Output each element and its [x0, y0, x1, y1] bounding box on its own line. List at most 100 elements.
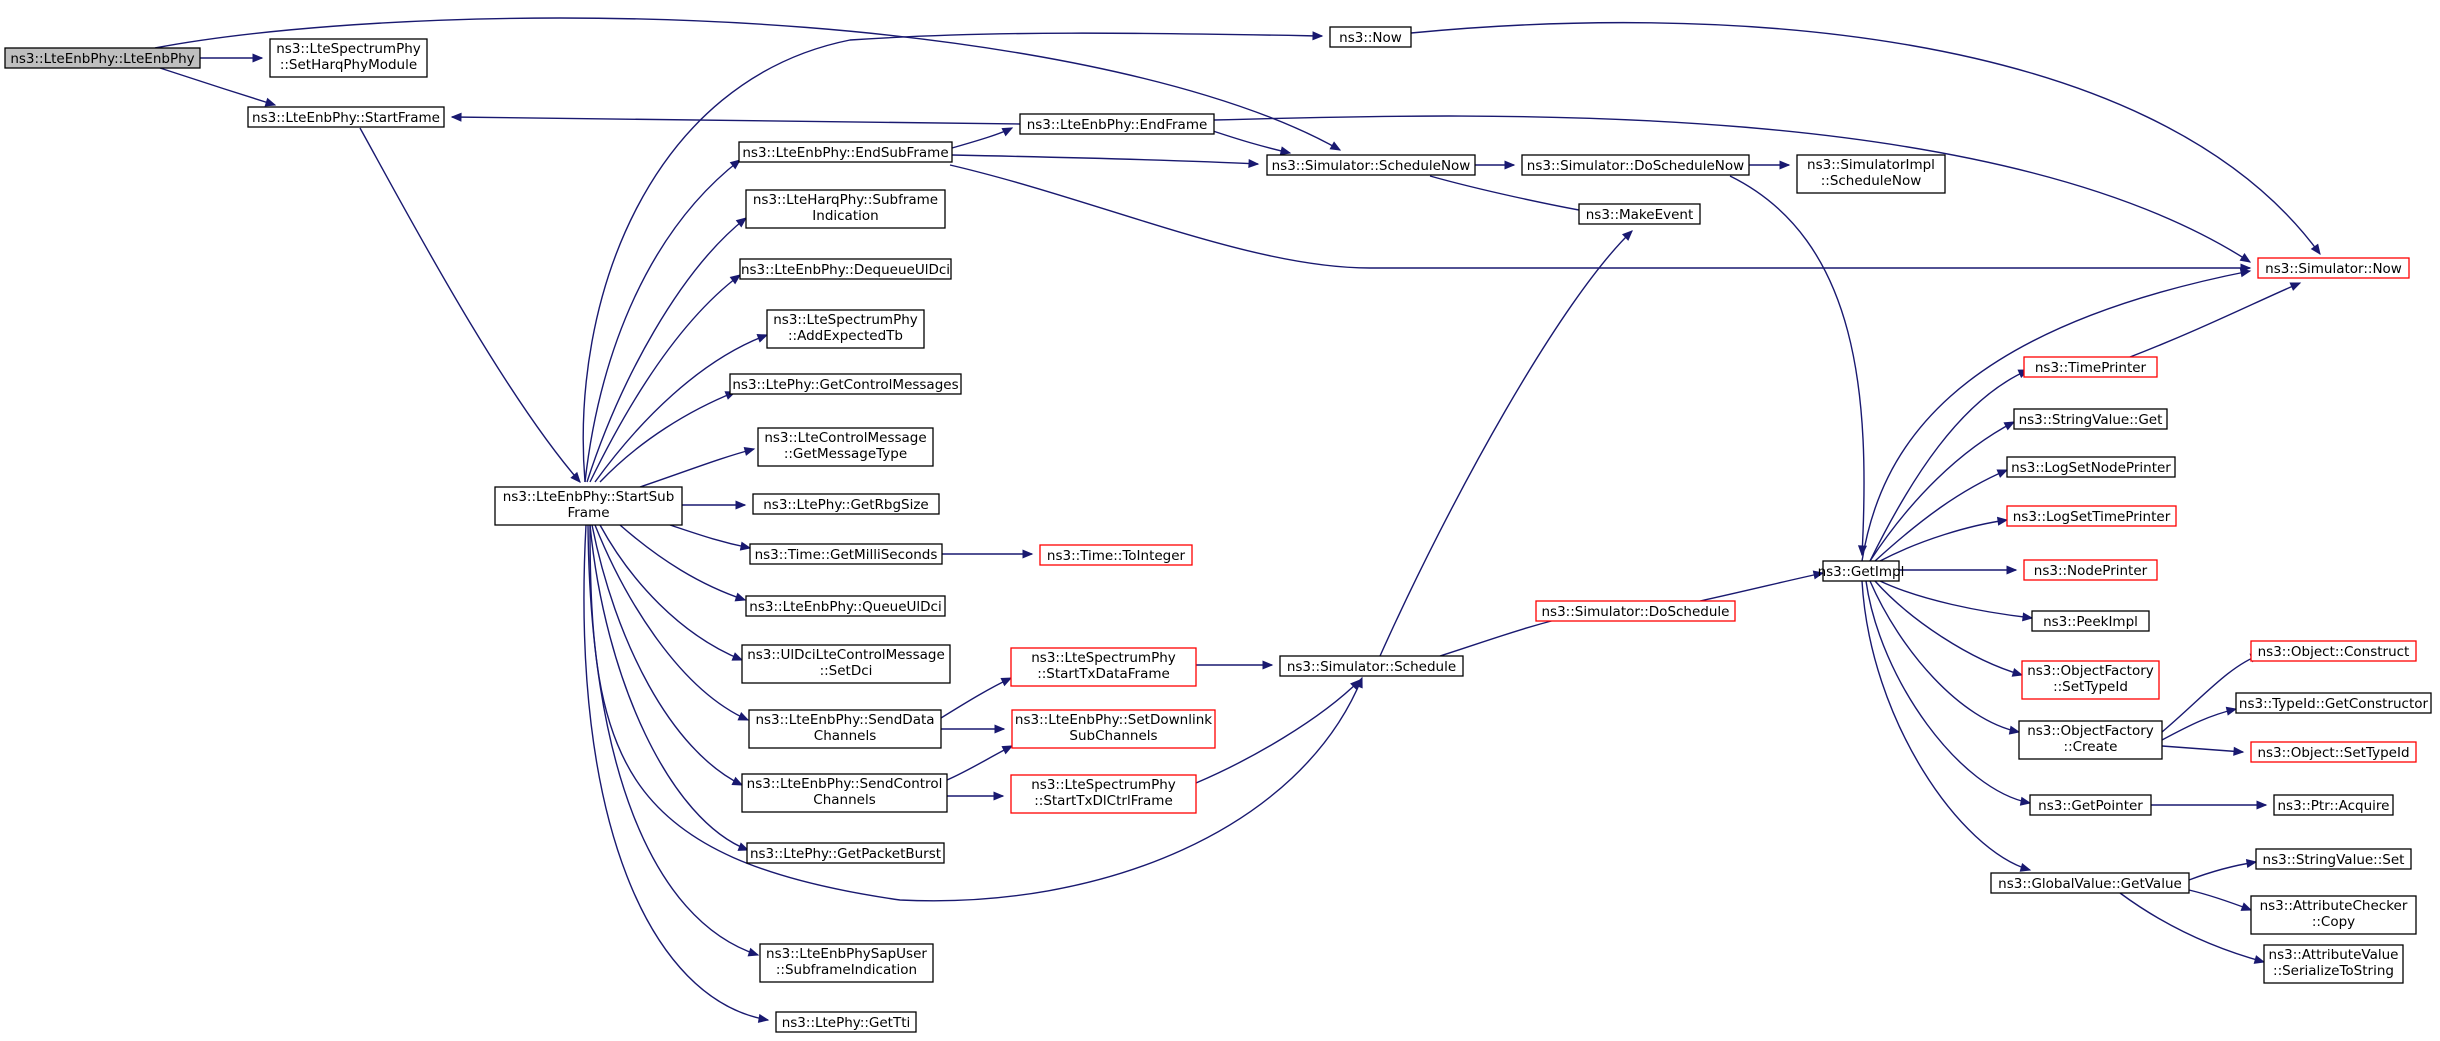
- node-box: [2031, 610, 2150, 632]
- node-ofSetTypeId[interactable]: ns3::ObjectFactory::SetTypeId: [2021, 660, 2160, 700]
- node-doSchedNow[interactable]: ns3::Simulator::DoScheduleNow: [1521, 154, 1750, 176]
- node-queueUlDci[interactable]: ns3::LteEnbPhy::QueueUlDci: [745, 595, 946, 617]
- node-implSchedNow[interactable]: ns3::SimulatorImpl::ScheduleNow: [1796, 154, 1946, 194]
- node-logSetNode[interactable]: ns3::LogSetNodePrinter: [2006, 456, 2176, 478]
- node-setHarq[interactable]: ns3::LteSpectrumPhy::SetHarqPhyModule: [269, 38, 428, 78]
- node-peekImpl[interactable]: ns3::PeekImpl: [2031, 610, 2150, 632]
- node-label: ns3::LteEnbPhy::SendData: [755, 712, 934, 728]
- arrow-head-icon: [2019, 863, 2032, 872]
- node-getPointer[interactable]: ns3::GetPointer: [2029, 794, 2152, 816]
- node-addExpectedTb[interactable]: ns3::LteSpectrumPhy::AddExpectedTb: [766, 309, 925, 349]
- node-label: ::GetMessageType: [784, 446, 907, 462]
- node-now1[interactable]: ns3::Now: [1329, 26, 1412, 48]
- node-label: ns3::TimePrinter: [2035, 360, 2147, 376]
- node-endFrame[interactable]: ns3::LteEnbPhy::EndFrame: [1019, 113, 1215, 135]
- node-label: ::Copy: [2312, 914, 2355, 930]
- node-dequeueUlDci[interactable]: ns3::LteEnbPhy::DequeueUlDci: [739, 258, 952, 280]
- node-getImpl[interactable]: ns3::GetImpl: [1818, 560, 1905, 582]
- node-label: ns3::Object::SetTypeId: [2257, 745, 2409, 761]
- node-root: ns3::LteEnbPhy::LteEnbPhy: [4, 47, 201, 69]
- node-nodePrinter[interactable]: ns3::NodePrinter: [2023, 559, 2158, 581]
- edge-startSubFrame-to-getCtrlMsgs: [599, 391, 737, 483]
- edge-schedule-to-makeEvent: [1379, 230, 1633, 657]
- edge-startTxData-to-schedule: [1196, 660, 1274, 670]
- arrow-head-icon: [1001, 745, 1014, 755]
- edge-timePrinter-to-simNow: [2129, 282, 2302, 358]
- edge-getImpl-to-logSetNode: [1874, 469, 2009, 562]
- node-schedule[interactable]: ns3::Simulator::Schedule: [1279, 655, 1464, 677]
- node-getTti[interactable]: ns3::LtePhy::GetTti: [775, 1011, 917, 1033]
- node-label: ns3::LteEnbPhySapUser: [766, 946, 927, 962]
- edge-line: [599, 524, 743, 661]
- node-label: ::ScheduleNow: [1821, 173, 1922, 189]
- node-getRbgSize[interactable]: ns3::LtePhy::GetRbgSize: [752, 493, 940, 515]
- arrow-head-icon: [739, 541, 752, 551]
- node-box: [745, 595, 946, 617]
- node-endSubFrame[interactable]: ns3::LteEnbPhy::EndSubFrame: [738, 141, 953, 163]
- node-makeEvent[interactable]: ns3::MakeEvent: [1578, 203, 1701, 225]
- node-stringValueSet[interactable]: ns3::StringValue::Set: [2255, 848, 2412, 870]
- arrow-head-icon: [743, 447, 756, 456]
- node-label: ns3::LtePhy::GetRbgSize: [763, 497, 929, 513]
- node-attrCheckerCopy[interactable]: ns3::AttributeChecker::Copy: [2250, 895, 2417, 935]
- node-getConstructor[interactable]: ns3::TypeId::GetConstructor: [2235, 692, 2432, 714]
- node-startFrame[interactable]: ns3::LteEnbPhy::StartFrame: [247, 106, 445, 128]
- node-label: ::SerializeToString: [2273, 963, 2394, 979]
- node-ptrAcquire[interactable]: ns3::Ptr::Acquire: [2273, 794, 2394, 816]
- node-getCtrlMsgs[interactable]: ns3::LtePhy::GetControlMessages: [729, 373, 962, 395]
- node-attrSerialize[interactable]: ns3::AttributeValue::SerializeToString: [2263, 944, 2404, 984]
- arrow-head-icon: [2233, 746, 2245, 756]
- node-objConstruct[interactable]: ns3::Object::Construct: [2250, 640, 2417, 662]
- node-timePrinter[interactable]: ns3::TimePrinter: [2023, 356, 2158, 378]
- node-box: [2006, 456, 2176, 478]
- node-startTxDlCtrl[interactable]: ns3::LteSpectrumPhy::StartTxDlCtrlFrame: [1010, 774, 1197, 814]
- node-simNow[interactable]: ns3::Simulator::Now: [2257, 257, 2410, 279]
- node-box: [2235, 692, 2432, 714]
- node-box: [738, 141, 953, 163]
- arrow-head-icon: [737, 842, 750, 851]
- arrow-head-icon: [735, 217, 748, 228]
- node-ofCreate[interactable]: ns3::ObjectFactory::Create: [2018, 720, 2163, 760]
- node-label: ns3::LteSpectrumPhy: [773, 312, 918, 328]
- node-label: ns3::Simulator::Schedule: [1287, 659, 1456, 675]
- node-schedNow[interactable]: ns3::Simulator::ScheduleNow: [1266, 154, 1476, 176]
- node-sapSubframe[interactable]: ns3::LteEnbPhySapUser::SubframeIndicatio…: [759, 943, 934, 983]
- node-getPacketBurst[interactable]: ns3::LtePhy::GetPacketBurst: [746, 842, 945, 864]
- edge-startSubFrame-to-dequeueUlDci: [589, 274, 742, 483]
- node-harqSubframe[interactable]: ns3::LteHarqPhy::SubframeIndication: [745, 189, 946, 229]
- node-label: ::SubframeIndication: [776, 962, 917, 978]
- node-doSchedule[interactable]: ns3::Simulator::DoSchedule: [1535, 600, 1736, 622]
- node-setDci[interactable]: ns3::UlDciLteControlMessage::SetDci: [741, 644, 951, 684]
- edge-root-to-schedNow: [154, 17, 1342, 151]
- edge-line: [1213, 115, 2251, 263]
- node-label: ns3::LteSpectrumPhy: [1031, 650, 1176, 666]
- node-label: ns3::LteEnbPhy::SetDownlink: [1015, 712, 1212, 728]
- node-startTxData[interactable]: ns3::LteSpectrumPhy::StartTxDataFrame: [1010, 647, 1197, 687]
- node-stringValueGet[interactable]: ns3::StringValue::Get: [2013, 408, 2168, 430]
- node-toInteger[interactable]: ns3::Time::ToInteger: [1039, 544, 1193, 566]
- edge-getImpl-to-ofCreate: [1869, 580, 2021, 735]
- node-getMilli[interactable]: ns3::Time::GetMilliSeconds: [749, 543, 943, 565]
- arrow-head-icon: [757, 1013, 770, 1023]
- node-getMsgType[interactable]: ns3::LteControlMessage::GetMessageType: [757, 427, 934, 467]
- arrow-head-icon: [2245, 858, 2258, 868]
- node-label: ns3::LteControlMessage: [764, 430, 926, 446]
- node-label: ns3::LteEnbPhy::DequeueUlDci: [741, 262, 950, 278]
- node-gvGetValue[interactable]: ns3::GlobalValue::GetValue: [1990, 872, 2190, 894]
- arrow-head-icon: [1001, 127, 1014, 137]
- edge-line: [1865, 580, 2031, 804]
- node-logSetTime[interactable]: ns3::LogSetTimePrinter: [2006, 505, 2177, 527]
- edge-line: [669, 524, 751, 549]
- node-box: [247, 106, 445, 128]
- node-objSetTypeId[interactable]: ns3::Object::SetTypeId: [2250, 741, 2417, 763]
- arrow-head-icon: [1022, 549, 1034, 559]
- arrow-head-icon: [1248, 158, 1260, 169]
- edge-line: [451, 116, 1021, 125]
- node-label: ::StartTxDataFrame: [1037, 666, 1170, 682]
- node-box: [1039, 544, 1193, 566]
- node-box: [745, 189, 946, 229]
